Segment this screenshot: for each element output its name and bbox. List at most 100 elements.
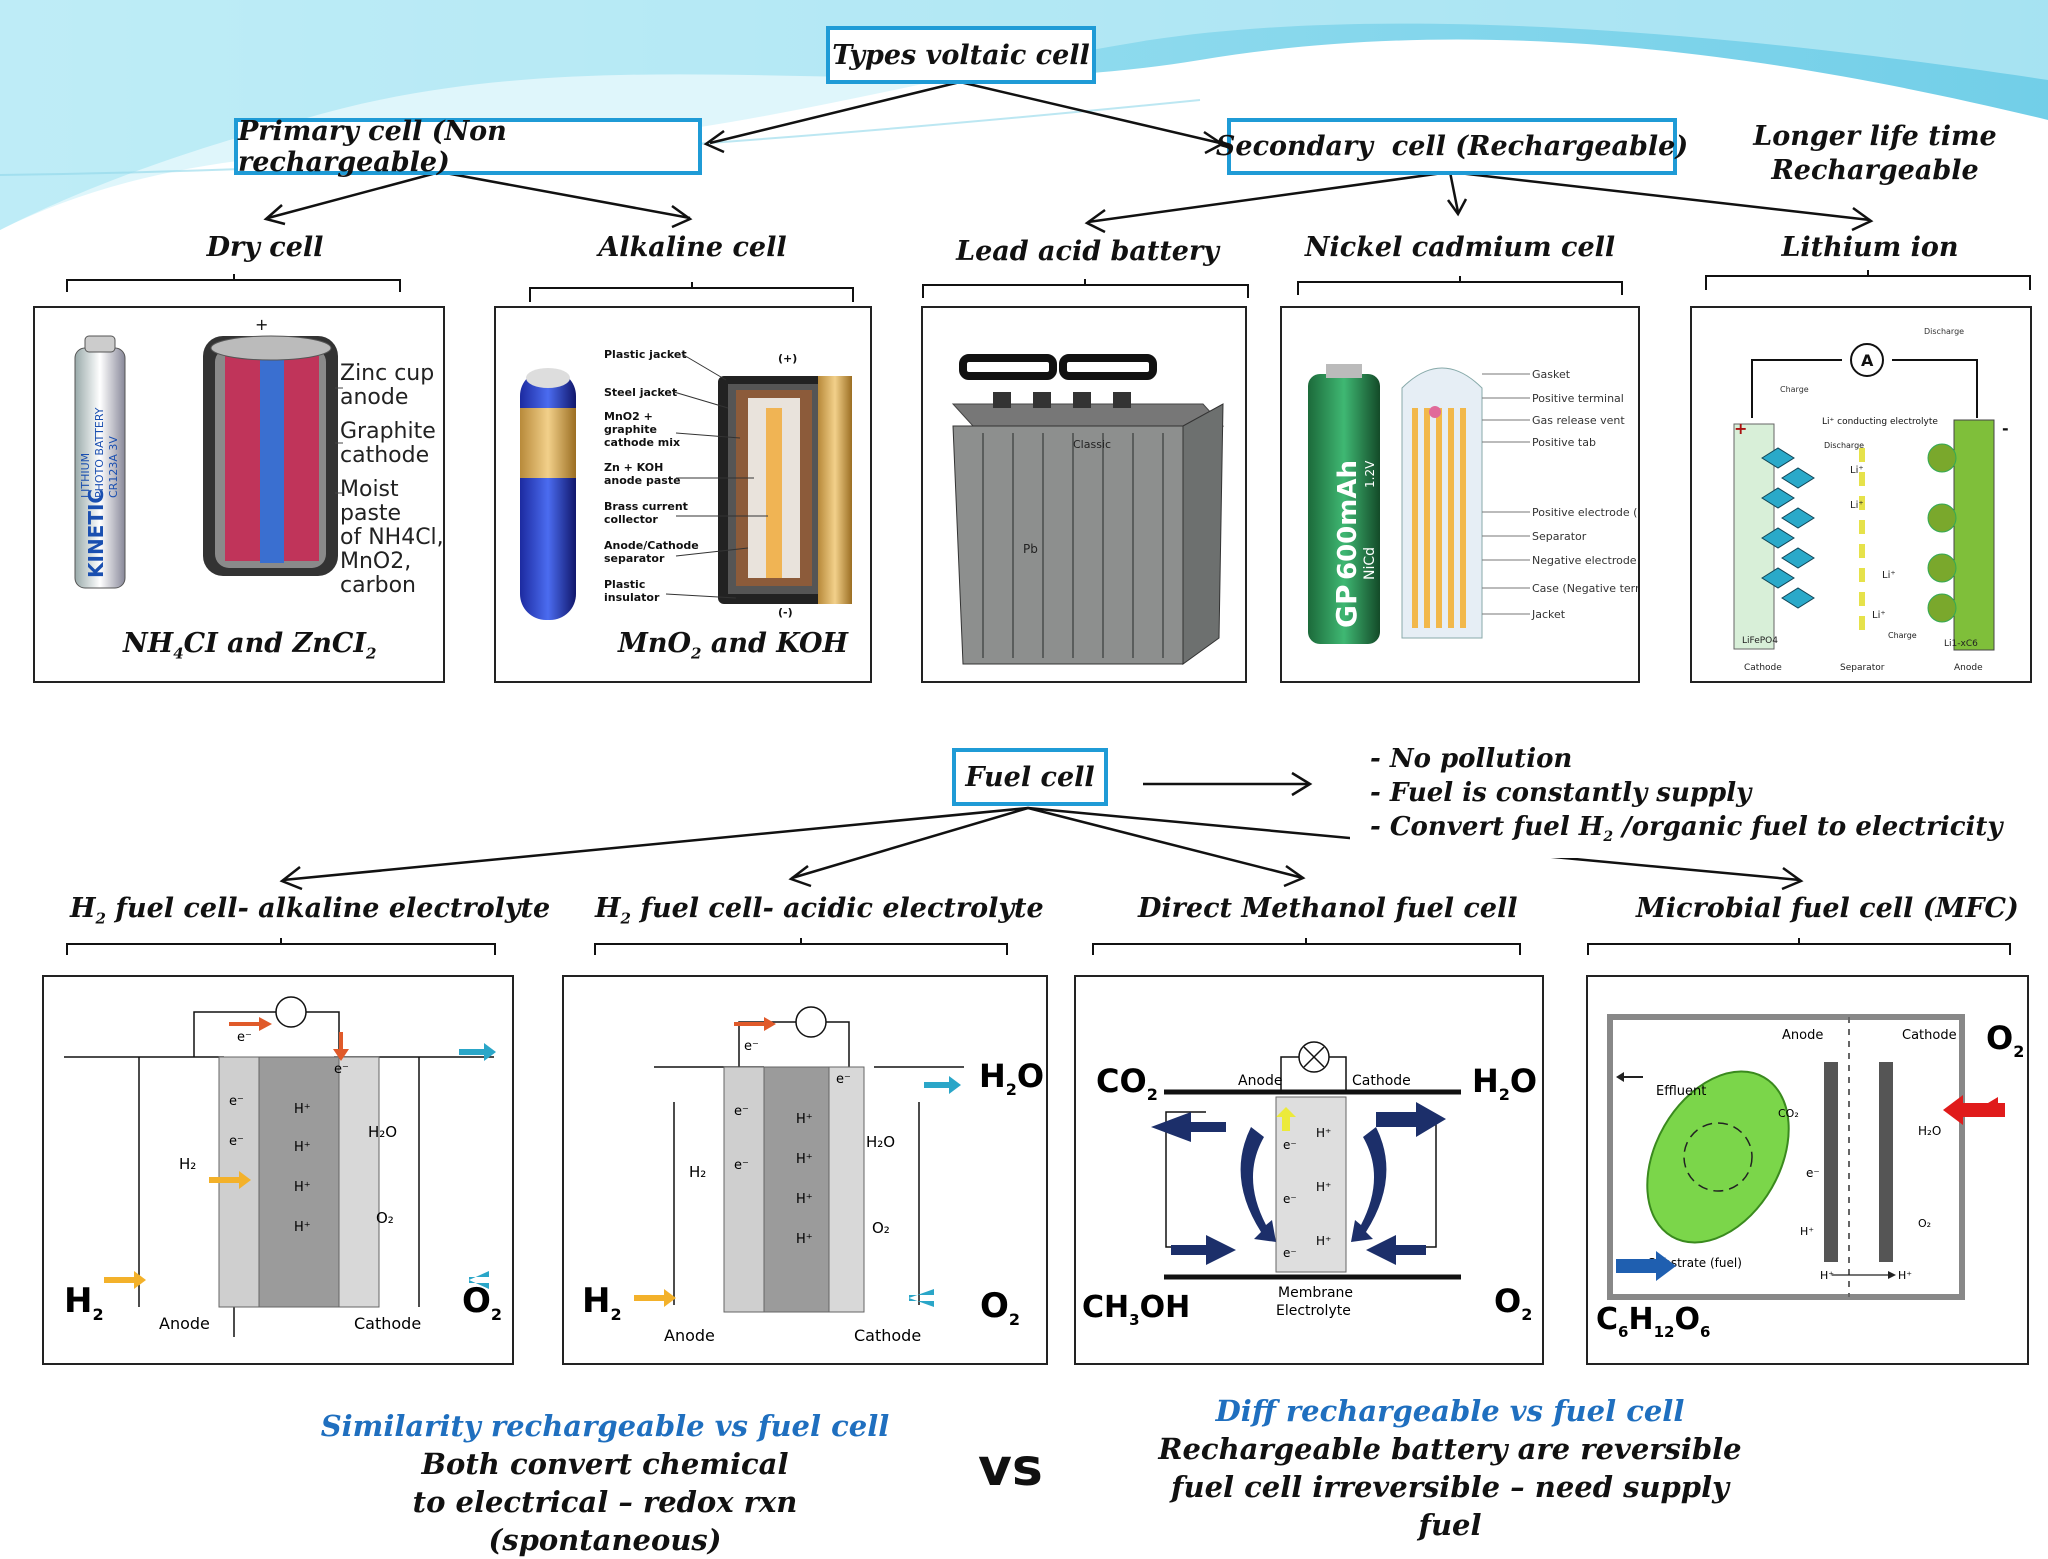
nicd-label-neg-electrode: Negative electrode (Cd): [1532, 554, 1640, 567]
dry-cell-plus: +: [255, 315, 268, 334]
nicd-label-case: Case (Negative terminal): [1532, 582, 1640, 595]
diff-line-2: fuel cell irreversible – need supply fue…: [1171, 1470, 1729, 1542]
dry-cell-illustration: KINETIC LITHIUM PHOTO BATTERY CR123A 3V …: [74, 315, 443, 598]
fc1-h2o: H₂O: [368, 1123, 397, 1141]
lithium-illustration: Discharge Charge A Li⁺ conducting electr…: [1733, 327, 2009, 673]
lead-acid-pb: Pb: [1023, 542, 1038, 556]
fc2-h2o: H₂O: [866, 1133, 895, 1151]
fc-microbial-panel: Anode Cathode Effluent CO₂ H₂O e⁻ H⁺ O₂ …: [1586, 975, 2029, 1365]
types-voltaic-cell-title: Types voltaic cell: [832, 39, 1090, 71]
alk-label-mno2: MnO2 +: [604, 410, 653, 423]
alk-cap-sub: 2: [691, 644, 702, 663]
nicd-label: Nickel cadmium cell: [1304, 232, 1616, 263]
alk-label-steel-jacket: Steel jacket: [604, 386, 677, 399]
fuel-note-1: - No pollution: [1370, 744, 1573, 774]
fc1-o2: O₂: [376, 1209, 394, 1227]
fc2-hplus-2: H⁺: [796, 1152, 813, 1167]
dry-label-cathode: cathode: [340, 443, 429, 468]
fuel-cell-label: Fuel cell: [965, 761, 1095, 793]
fc4-big-o2: O2: [1986, 1019, 2024, 1061]
dry-label-graphite: Graphite: [340, 419, 436, 444]
nicd-label-pos-electrode: Positive electrode (NiOOH): [1532, 506, 1640, 519]
dry-cell-caption: NH4CI and ZnCI2: [123, 628, 376, 662]
fc4-co2: CO₂: [1778, 1107, 1799, 1120]
alk-label-plus: (+): [778, 352, 797, 365]
fc2-big-h: H2: [582, 1281, 622, 1324]
fc2-e-2: e⁻: [734, 1158, 749, 1173]
fc1-e-2: e⁻: [229, 1134, 244, 1149]
fc4-hplus-b1: H⁺: [1820, 1269, 1834, 1282]
fc2-hplus-3: H⁺: [796, 1192, 813, 1207]
li-label-discharge-mid: Discharge: [1824, 441, 1864, 450]
dry-label-paste: paste: [340, 501, 401, 526]
nicd-label-separator: Separator: [1532, 530, 1587, 543]
diff-title: Diff rechargeable vs fuel cell: [1215, 1394, 1685, 1428]
secondary-cell-box: Secondary cell (Rechargeable): [1216, 118, 1688, 175]
alk-label-separator-1: Anode/Cathode: [604, 539, 699, 552]
alk-cap-post: and KOH: [701, 628, 849, 659]
fc3-h2: H⁺: [1316, 1180, 1331, 1194]
fc1-hplus-3: H⁺: [294, 1180, 311, 1195]
ft1-post: fuel cell- alkaline electrolyte: [105, 893, 551, 924]
fc-acidic-panel: e⁻ e⁻ e⁻ e⁻ H⁺ H⁺ H⁺ H⁺ H₂O O₂ H₂ Anode …: [562, 975, 1048, 1365]
fc3-h3: H⁺: [1316, 1234, 1331, 1248]
alk-label-anode-paste: anode paste: [604, 474, 681, 487]
dry-cap-mid: CI and ZnCI: [183, 628, 367, 659]
li-label-minus: -: [2002, 419, 2009, 438]
dry-cap-sub2: 2: [366, 644, 377, 663]
fc4-o2-small: O₂: [1918, 1217, 1931, 1230]
dry-label-carbon: carbon: [340, 573, 416, 598]
alk-label-collector: collector: [604, 513, 658, 526]
alk-cap-pre: MnO: [618, 628, 692, 659]
alk-label-zn-koh: Zn + KOH: [604, 461, 663, 474]
li-label-separator: Separator: [1840, 663, 1885, 673]
similarity-title: Similarity rechargeable vs fuel cell: [320, 1409, 890, 1443]
fc4-e: e⁻: [1806, 1166, 1820, 1180]
fuel-type-microbial-label: Microbial fuel cell (MFC): [1636, 893, 2019, 924]
fc2-hplus-1: H⁺: [796, 1112, 813, 1127]
alk-label-graphite: graphite: [604, 423, 657, 436]
fuel-note-3-sub: 2: [1603, 829, 1614, 846]
fc3-o2: O2: [1494, 1282, 1532, 1324]
fc3-anode: Anode: [1238, 1073, 1283, 1089]
diff-line-1: Rechargeable battery are reversible: [1158, 1432, 1742, 1466]
fc-alkaline-diagram: e⁻ e⁻ e⁻ e⁻ H⁺ H⁺ H⁺ H⁺ H₂O O₂ H₂ Anode …: [64, 996, 502, 1337]
similarity-line-2: to electrical – redox rxn (spontaneous): [412, 1485, 798, 1557]
lithium-ion-panel: Discharge Charge A Li⁺ conducting electr…: [1690, 306, 2032, 683]
nicd-panel: GP 600mAh NiCd 1.2V Gasket Positive term…: [1280, 306, 1640, 683]
alkaline-caption: MnO2 and KOH: [618, 628, 848, 662]
lithium-ion-label: Lithium ion: [1781, 232, 1959, 263]
fc2-big-h2o: H2O: [979, 1057, 1044, 1099]
nicd-label-jacket: Jacket: [1531, 608, 1566, 621]
lead-acid-illustration: Classic Pb: [951, 354, 1225, 665]
fc3-h1: H⁺: [1316, 1126, 1331, 1140]
dry-label-moist: Moist: [340, 477, 399, 502]
li-label-ammeter: A: [1861, 351, 1874, 370]
fc4-hplus-b2: H⁺: [1898, 1269, 1912, 1282]
fc-microbial-diagram: Anode Cathode Effluent CO₂ H₂O e⁻ H⁺ O₂ …: [1596, 1014, 2024, 1341]
fc4-cathode: Cathode: [1902, 1028, 1957, 1043]
ft1-sub: 2: [95, 909, 106, 928]
dry-label-anode: anode: [340, 385, 408, 410]
nicd-capacity: 600mAh: [1333, 460, 1363, 580]
fc-methanol-panel: Anode Cathode e⁻ e⁻ e⁻ H⁺ H⁺ H⁺ Membrane…: [1074, 975, 1544, 1365]
primary-cell-box: Primary cell (Non rechargeable): [234, 115, 702, 178]
alk-label-separator-2: separator: [604, 552, 665, 565]
vs-label: vs: [978, 1438, 1043, 1498]
similarity-line-1: Both convert chemical: [421, 1447, 789, 1481]
battery-model-text: CR123A 3V: [107, 436, 120, 498]
fc4-h2o: H₂O: [1918, 1124, 1941, 1138]
fc3-e2: e⁻: [1283, 1192, 1297, 1206]
primary-cell-label: Primary cell (Non rechargeable): [238, 115, 507, 178]
dry-label-zinc: Zinc cup: [340, 361, 434, 386]
fc3-ch3oh: CH3OH: [1082, 1290, 1190, 1329]
fc1-h2: H₂: [179, 1155, 196, 1173]
li-label-discharge-top: Discharge: [1924, 327, 1964, 336]
li-label-electrolyte: Li⁺ conducting electrolyte: [1822, 417, 1938, 427]
ft1-pre: H: [70, 893, 96, 924]
dry-cap-sub1: 4: [173, 644, 184, 663]
ft2-post: fuel cell- acidic electrolyte: [630, 893, 1044, 924]
fc2-anode: Anode: [664, 1326, 715, 1345]
fuel-note-3-pre: - Convert fuel H: [1370, 812, 1604, 842]
